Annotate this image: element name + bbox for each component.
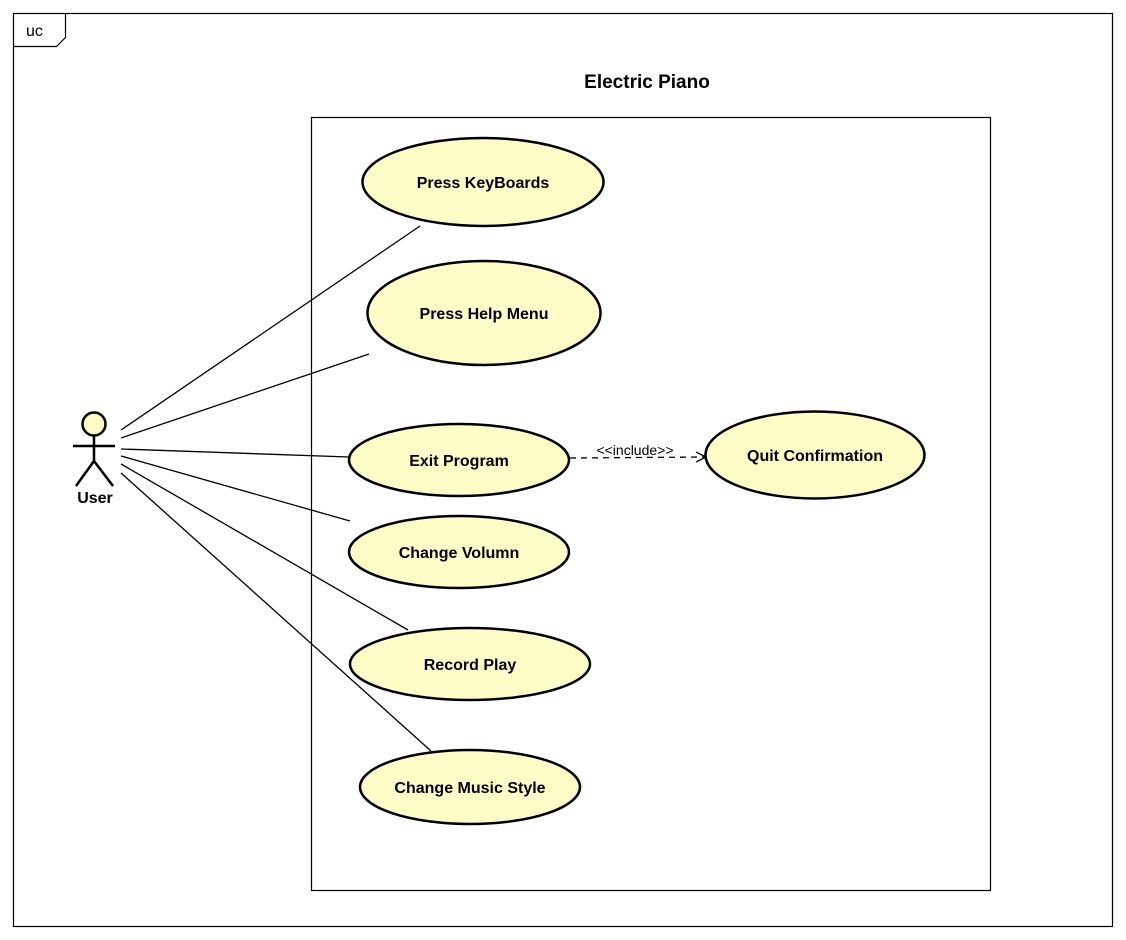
- use-case-press-keyboards[interactable]: Press KeyBoards: [361, 136, 605, 228]
- actor-label: User: [77, 490, 113, 507]
- associations: [120, 225, 432, 752]
- system-boundary: Electric Piano: [310, 72, 992, 892]
- include-stereotype: <<include>>: [596, 442, 673, 458]
- subject-title: Electric Piano: [584, 72, 710, 93]
- association-press-help-menu: [120, 353, 370, 439]
- include-relation: <<include>>: [569, 442, 706, 458]
- use-case-label: Record Play: [424, 657, 517, 674]
- subject-border: [310, 116, 992, 892]
- use-case-shape: [358, 748, 582, 826]
- use-case-shape: [361, 136, 605, 228]
- include-arrow: [569, 457, 706, 458]
- use-case-label: Change Volumn: [399, 545, 520, 562]
- uml-frame: uc: [12, 12, 1114, 928]
- association-exit-program: [120, 448, 350, 458]
- use-case-shape: [347, 514, 571, 590]
- use-case-label: Quit Confirmation: [747, 448, 883, 465]
- use-case-quit-confirmation[interactable]: Quit Confirmation: [704, 410, 926, 500]
- use-case-label: Change Music Style: [394, 780, 545, 797]
- use-case-label: Press Help Menu: [420, 306, 549, 323]
- use-case-label: Exit Program: [409, 453, 509, 470]
- association-record-play: [120, 463, 409, 631]
- actor-right-leg: [93, 460, 114, 487]
- use-case-change-volumn[interactable]: Change Volumn: [347, 514, 571, 590]
- use-case-shape: [704, 410, 926, 500]
- actor-head: [81, 411, 107, 437]
- association-press-keyboards: [120, 225, 421, 431]
- actor-left-leg: [74, 460, 96, 487]
- use-case-change-music-style[interactable]: Change Music Style: [358, 748, 582, 826]
- frame-label: uc: [26, 23, 43, 40]
- association-change-volumn: [120, 455, 351, 522]
- use-case-press-help-menu[interactable]: Press Help Menu: [366, 259, 602, 367]
- frame-border: [12, 12, 1114, 928]
- association-change-music-style: [120, 472, 432, 752]
- use-case-exit-program[interactable]: Exit Program: [347, 422, 571, 498]
- use-case-record-play[interactable]: Record Play: [348, 626, 592, 702]
- use-case-shape: [347, 422, 571, 498]
- frame-label-tab: [13, 13, 67, 48]
- actor-user[interactable]: User: [73, 411, 115, 508]
- use-case-shape: [348, 626, 592, 702]
- use-case-label: Press KeyBoards: [417, 175, 550, 192]
- use-case-shape: [366, 259, 602, 367]
